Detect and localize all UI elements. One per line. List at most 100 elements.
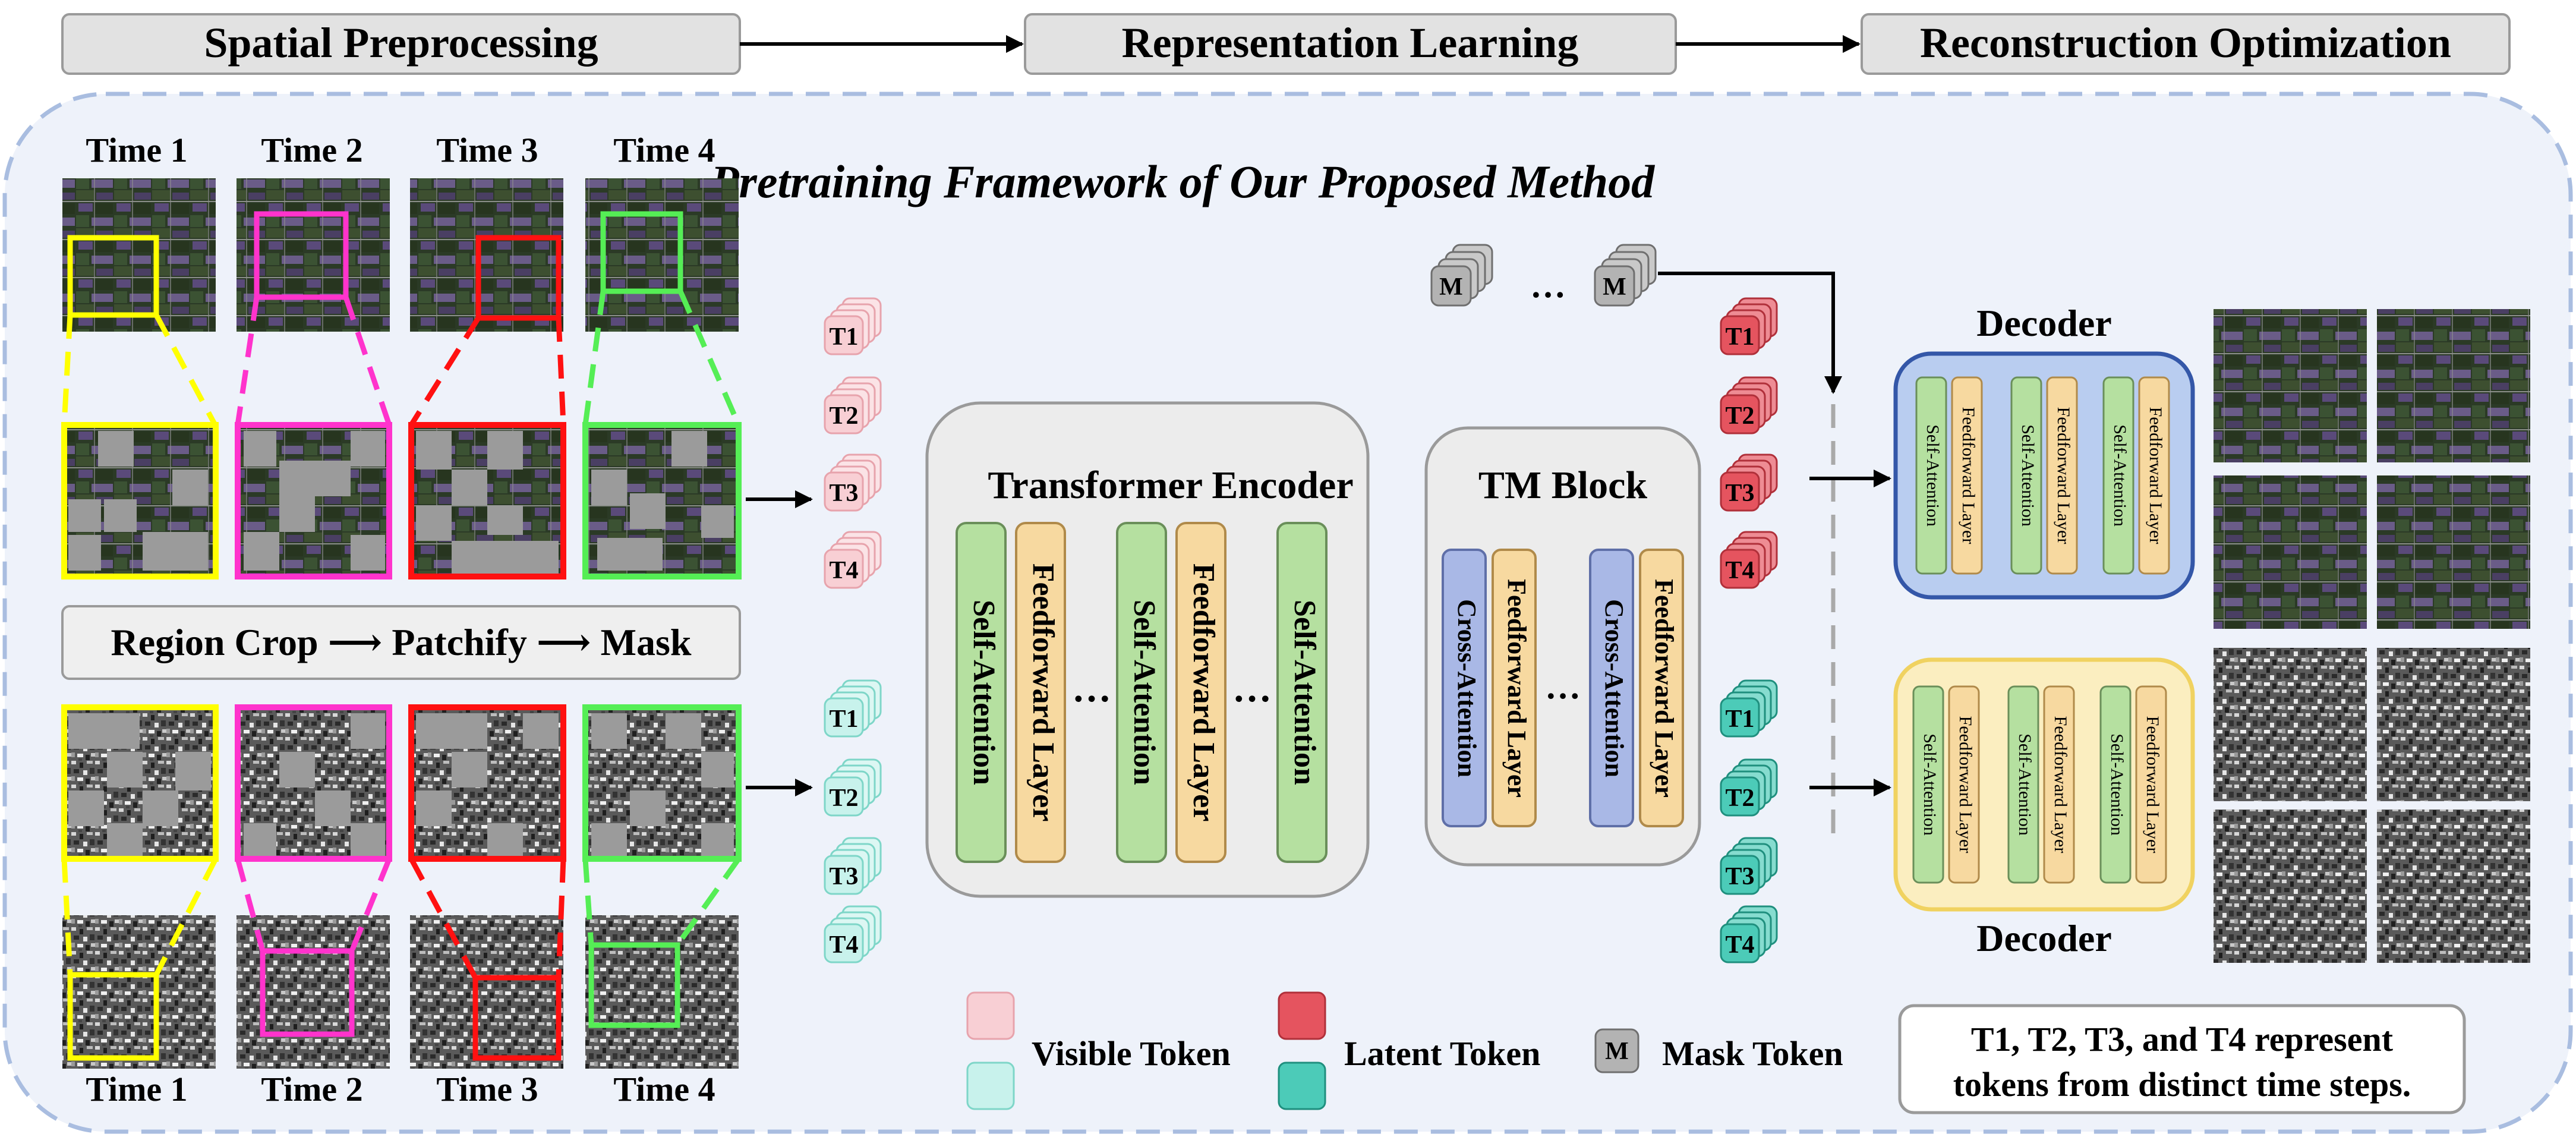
stage-spatial-preprocessing: Spatial Preprocessing [61, 13, 741, 75]
svg-text:T2: T2 [829, 402, 858, 430]
svg-text:Cross-Attention: Cross-Attention [1600, 599, 1629, 777]
svg-text:Feedforward Layer: Feedforward Layer [1502, 579, 1531, 798]
time-label: Time 2 [261, 131, 362, 169]
svg-text:Self-Attention: Self-Attention [1288, 600, 1322, 785]
decoder-layer: Self-Attention Feedforward Layer [1915, 376, 1983, 575]
time-label: Time 2 [261, 1070, 362, 1108]
svg-text:Feedforward Layer: Feedforward Layer [1187, 563, 1221, 822]
crop-box [67, 235, 159, 318]
decoder-layer: Self-Attention Feedforward Layer [2010, 376, 2078, 575]
svg-text:T2: T2 [1725, 785, 1754, 812]
svg-text:T4: T4 [1725, 557, 1754, 584]
svg-text:Feedforward Layer: Feedforward Layer [1959, 407, 1978, 544]
svg-text:Self-Attention: Self-Attention [2018, 424, 2038, 527]
legend-latent-label: Latent Token [1344, 1034, 1540, 1073]
stage-label: Spatial Preprocessing [204, 19, 598, 67]
reconstructed-sar [2214, 648, 2530, 963]
svg-text:…: … [1545, 667, 1581, 706]
crop-box [600, 211, 683, 294]
legend-mask-label: Mask Token [1662, 1034, 1843, 1073]
decoder-title: Decoder [1976, 917, 2111, 959]
svg-text:T2: T2 [829, 785, 858, 812]
crop-connectors-top [61, 290, 742, 427]
note-box: T1, T2, T3, and T4 represent tokens from… [1898, 1004, 2466, 1114]
svg-text:M: M [1603, 273, 1626, 301]
svg-text:T2: T2 [1725, 402, 1754, 430]
time-label: Time 4 [613, 1070, 715, 1108]
token-stack-t1: T1 [824, 679, 882, 738]
pipeline-caption: Region Crop ⟶ Patchify ⟶ Mask [61, 605, 741, 680]
token-stack-t4: T4 [1720, 531, 1778, 589]
latent-tokens-optical: T1 T2 T3 T4 [1720, 297, 1778, 589]
optical-image [62, 178, 216, 332]
encoder-layer-3: Self-Attention [1276, 522, 1328, 863]
time-label: Time 1 [86, 131, 187, 169]
svg-text:Feedforward Layer: Feedforward Layer [1650, 579, 1679, 798]
svg-text:T1: T1 [1725, 705, 1754, 733]
crop-box [588, 942, 680, 1028]
tm-layer-1: Cross-Attention Feedforward Layer [1442, 549, 1537, 827]
cross-attention-block [1442, 549, 1487, 827]
self-attention-block [956, 522, 1007, 863]
stage-representation-learning: Representation Learning [1024, 13, 1677, 75]
visible-tokens-optical: T1 T2 T3 T4 [824, 297, 882, 589]
time-label: Time 4 [613, 131, 715, 169]
svg-text:Feedforward Layer: Feedforward Layer [2051, 716, 2070, 853]
crop-connectors-bottom [61, 857, 741, 979]
self-attention-block [1116, 522, 1167, 863]
sar-image [410, 915, 563, 1069]
svg-text:…: … [1232, 667, 1272, 710]
svg-text:Self-Attention: Self-Attention [1920, 733, 1940, 836]
visible-tokens-sar: T1 T2 T3 T4 [824, 679, 882, 963]
masked-sar-patches [61, 704, 742, 862]
crop-box [475, 235, 562, 321]
token-stack-t1: T1 [1720, 297, 1778, 355]
svg-text:T1: T1 [829, 705, 858, 733]
decoder-layer: Self-Attention Feedforward Layer [2007, 685, 2075, 884]
encoder-layer-2: Self-Attention Feedforward Layer [1116, 522, 1226, 863]
tm-block: TM Block Cross-Attention Feedforward Lay… [1424, 426, 1701, 867]
legend-swatch-mask [1594, 1028, 1639, 1073]
svg-text:M: M [1605, 1038, 1629, 1065]
svg-text:Self-Attention: Self-Attention [967, 600, 1001, 785]
note-line: T1, T2, T3, and T4 represent [1971, 1020, 2394, 1059]
svg-text:T3: T3 [829, 863, 858, 890]
feedforward-block [1492, 549, 1537, 827]
decoder-layer: Self-Attention Feedforward Layer [2102, 376, 2170, 575]
optical-image [410, 178, 563, 332]
region-crop-label: Region Crop [111, 621, 328, 663]
legend-swatch-latent-teal [1278, 1062, 1326, 1110]
decoder-optical: Self-Attention Feedforward Layer Self-At… [1893, 351, 2195, 600]
svg-text:T3: T3 [829, 480, 858, 507]
svg-text:Self-Attention: Self-Attention [1127, 600, 1161, 785]
patchify-label: Patchify [392, 621, 537, 663]
note-line: tokens from distinct time steps. [1953, 1065, 2411, 1104]
transformer-encoder: Transformer Encoder Self-Attention Feedf… [925, 401, 1370, 898]
token-stack-t3: T3 [1720, 837, 1778, 895]
svg-text:T1: T1 [829, 323, 858, 351]
feedforward-block [1175, 522, 1226, 863]
encoder-layer-1: Self-Attention Feedforward Layer [956, 522, 1066, 863]
mask-token-stack-left: M [1430, 244, 1493, 307]
svg-text:…: … [1072, 667, 1111, 710]
svg-text:Region Crop ⟶ Pa: Region Crop ⟶ Patchify ⟶ Mask [111, 621, 692, 663]
svg-text:Feedforward Layer: Feedforward Layer [1026, 563, 1060, 822]
self-attention-block [1276, 522, 1328, 863]
mask-label: Mask [601, 621, 692, 663]
svg-text:T4: T4 [829, 557, 858, 584]
optical-image [585, 178, 739, 332]
decoder-layer: Self-Attention Feedforward Layer [2099, 685, 2167, 884]
token-stack-t4: T4 [824, 531, 882, 589]
cross-attention-block [1589, 549, 1634, 827]
mask-token-stack-right: M [1594, 244, 1657, 307]
legend-swatch-latent-red [1278, 991, 1326, 1040]
time-label: Time 3 [436, 1070, 538, 1108]
time-label: Time 3 [436, 131, 538, 169]
svg-text:T4: T4 [829, 931, 858, 959]
token-stack-t4: T4 [1720, 905, 1778, 963]
feedforward-block [1015, 522, 1066, 863]
svg-text:M: M [1439, 273, 1463, 301]
svg-text:Feedforward Layer: Feedforward Layer [2054, 407, 2073, 544]
stage-reconstruction-optimization: Reconstruction Optimization [1861, 13, 2511, 75]
latent-tokens-sar: T1 T2 T3 T4 [1720, 679, 1778, 963]
